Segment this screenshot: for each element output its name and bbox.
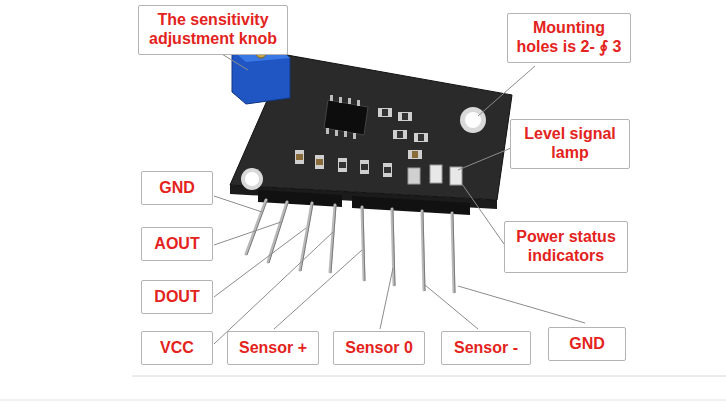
callout-box: AOUT [141,227,213,261]
led [408,168,420,184]
mounting-hole-ring [460,107,486,133]
pin-shade [247,201,455,293]
callout-label: Sensor - [454,339,518,358]
callout-label: VCC [160,339,194,358]
callout-label: GND [159,179,195,198]
callout-box: Sensor + [227,331,319,365]
leader-lines [212,48,585,344]
pin-header [258,190,342,207]
mounting-hole [465,112,481,128]
callout-label: Level signal lamp [518,125,622,163]
header-pins [246,200,454,292]
callout-label: Power status indicators [512,228,620,266]
callout-box: Sensor - [441,331,531,365]
frame-line [132,376,726,377]
callout-box: Sensor 0 [333,331,425,365]
callout-label: The sensitivity adjustment knob [146,11,280,49]
callout-label: Sensor 0 [345,339,413,358]
callout-box: GND [548,327,626,361]
callout-box: Mounting holes is 2- ∮ 3 [507,13,631,63]
callout-box: DOUT [141,280,213,314]
callout-label: Mounting holes is 2- ∮ 3 [515,19,623,57]
led [430,165,442,183]
callout-box: Power status indicators [504,221,628,273]
callout-label: Sensor + [239,339,307,358]
callout-box: The sensitivity adjustment knob [138,5,288,55]
ic-legs [326,95,360,139]
frame-line [0,400,726,401]
mounting-hole-ring [241,168,263,190]
led [450,167,462,185]
callout-box: Level signal lamp [510,119,630,169]
callout-label: DOUT [154,288,199,307]
ic-chip [324,100,368,135]
smd-components [295,108,428,177]
callout-label: AOUT [154,235,199,254]
callout-box: GND [141,171,213,205]
callout-box: VCC [141,331,213,365]
callout-label: GND [569,335,605,354]
mounting-hole [245,172,259,186]
